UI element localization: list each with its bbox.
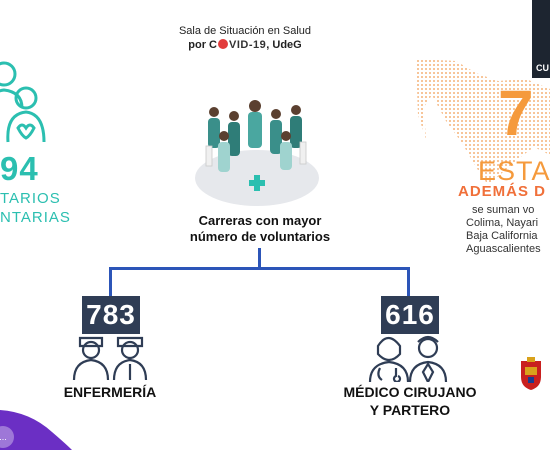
more-options-button[interactable]: ... xyxy=(0,426,14,448)
states-line-4: Aguascalientes xyxy=(466,243,541,255)
nursing-count: 783 xyxy=(82,296,140,334)
states-line-2: Colima, Nayari xyxy=(466,217,539,229)
states-count: 7 xyxy=(498,77,534,149)
purple-corner-shape xyxy=(0,410,72,450)
tree-right-branch xyxy=(407,267,410,297)
header-line-1: Sala de Situación en Salud xyxy=(178,25,312,37)
center-title-line-1: Carreras con mayor xyxy=(198,213,322,228)
medicine-label-line-1: MÉDICO CIRUJANO xyxy=(343,384,477,400)
video-thumbnail[interactable] xyxy=(532,0,550,78)
states-word: ESTA xyxy=(478,156,550,186)
udeg-crest-icon xyxy=(521,357,541,390)
tree-left-branch xyxy=(109,267,112,297)
ademas-text: ADEMÁS D xyxy=(458,183,547,200)
volunteer-hands-icon xyxy=(0,61,46,143)
medicine-label: MÉDICO CIRUJANO Y PARTERO xyxy=(320,383,500,419)
doctors-icon xyxy=(368,335,448,382)
states-line-1: se suman vo xyxy=(472,204,535,216)
center-title: Carreras con mayor número de voluntarios xyxy=(160,213,360,245)
medicine-label-line-2: Y PARTERO xyxy=(369,402,451,418)
virus-icon xyxy=(218,39,229,49)
states-line-3: Baja California xyxy=(466,230,538,242)
left-label-line-1: TARIOS xyxy=(0,190,61,207)
left-label-line-2: NTARIAS xyxy=(0,209,71,226)
video-label: CU xyxy=(536,63,549,73)
nursing-label: ENFERMERÍA xyxy=(63,384,157,400)
center-title-line-2: número de voluntarios xyxy=(189,229,331,244)
tree-horizontal-line xyxy=(109,267,410,270)
mexico-map-dots xyxy=(416,59,550,185)
nurses-icon xyxy=(72,336,148,380)
tree-trunk-line xyxy=(258,248,261,268)
medical-staff-group-illustration xyxy=(195,100,319,206)
left-volunteer-count: 94 xyxy=(0,150,39,187)
medicine-count: 616 xyxy=(381,296,439,334)
